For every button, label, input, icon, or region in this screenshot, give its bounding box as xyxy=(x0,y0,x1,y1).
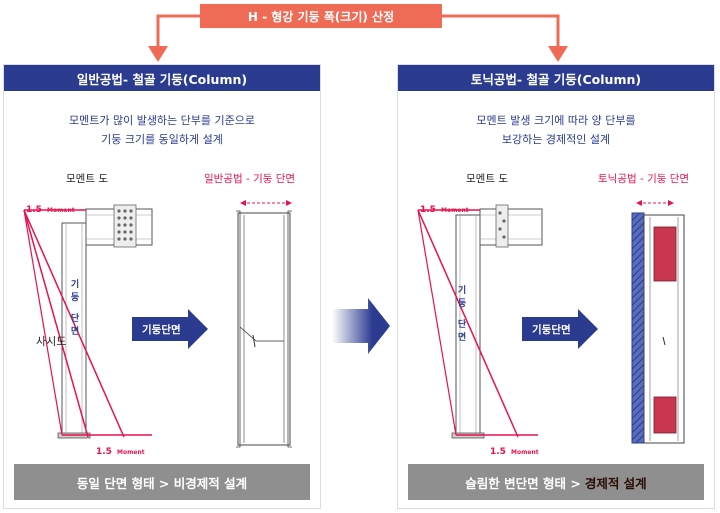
left-moment-bottom-unit: Moment xyxy=(117,449,145,456)
right-moment-top-value: 1.5 xyxy=(420,205,436,215)
right-panel-header: 토닉공법- 철골 기둥(Column) xyxy=(398,65,714,91)
right-panel: 토닉공법- 철골 기둥(Column) 모멘트 발생 크기에 따라 양 단부를 … xyxy=(397,64,715,509)
left-moment-top-unit: Moment xyxy=(47,207,75,214)
top-banner: H - 형강 기둥 폭(크기) 산정 xyxy=(200,4,442,28)
right-column-section xyxy=(631,200,685,444)
right-moment-bottom-unit: Moment xyxy=(511,449,539,456)
left-section-label: 일반공법 - 기둥 단면 xyxy=(204,173,296,185)
left-col-char-1: 기 xyxy=(70,280,80,290)
left-section-arrow xyxy=(132,309,208,349)
left-panel: 일반공법- 철골 기둥(Column) 모멘트가 많이 발생하는 단부를 기준으… xyxy=(3,64,321,509)
left-panel-description: 모멘트가 많이 발생하는 단부를 기준으로 기둥 크기를 동일하게 설계 xyxy=(4,111,320,149)
right-moment-bottom: 1.5 Moment xyxy=(490,439,539,458)
right-section-label: 토닉공법 - 기둥 단면 xyxy=(598,173,690,185)
right-moment-top-unit: Moment xyxy=(441,207,469,214)
left-desc-line-1: 모멘트가 많이 발생하는 단부를 기준으로 xyxy=(68,114,256,127)
left-col-char-2: 둥 xyxy=(70,293,80,303)
left-col-char-3: 단 xyxy=(70,314,80,324)
right-section-arrow xyxy=(522,309,598,349)
left-desc-line-2: 기둥 크기를 동일하게 설계 xyxy=(101,133,223,146)
right-moment-bottom-value: 1.5 xyxy=(490,447,506,457)
right-column-elevation xyxy=(417,204,543,439)
left-column-text: 기 둥 단 면 xyxy=(68,279,82,339)
right-col-char-3: 단 xyxy=(457,320,467,330)
left-panel-footer: 동일 단면 형태 > 비경제적 설계 xyxy=(14,464,310,500)
left-arrow-label: 기둥단면 xyxy=(142,324,181,336)
right-moment-label: 모멘트 도 xyxy=(466,173,508,185)
right-column-text: 기 둥 단 면 xyxy=(455,285,469,345)
left-moment-label: 모멘트 도 xyxy=(66,173,108,185)
right-footer-highlight: 경제적 설계 xyxy=(584,475,647,491)
right-arrow-label: 기둥단면 xyxy=(532,324,571,336)
right-panel-description: 모멘트 발생 크기에 따라 양 단부를 보강하는 경제적인 설계 xyxy=(398,111,714,149)
center-arrow xyxy=(332,298,390,354)
right-desc-line-2: 보강하는 경제적인 설계 xyxy=(501,133,611,146)
banner-connector-arrows xyxy=(148,14,568,62)
left-diagonal-label: 사시도 xyxy=(36,335,67,348)
left-column-section xyxy=(236,200,292,448)
right-desc-line-1: 모멘트 발생 크기에 따라 양 단부를 xyxy=(476,114,636,127)
left-moment-bottom: 1.5 Moment xyxy=(96,439,145,458)
left-panel-header: 일반공법- 철골 기둥(Column) xyxy=(4,65,320,91)
left-column-elevation xyxy=(23,204,153,439)
left-moment-bottom-value: 1.5 xyxy=(96,447,112,457)
left-col-char-4: 면 xyxy=(70,327,80,337)
right-col-char-2: 둥 xyxy=(457,299,467,309)
left-moment-top: 1.5 Moment xyxy=(26,197,75,216)
right-panel-footer: 슬림한 변단면 형태 > 경제적 설계 xyxy=(408,464,704,500)
left-moment-top-value: 1.5 xyxy=(26,205,42,215)
right-col-char-4: 면 xyxy=(457,333,467,343)
right-moment-top: 1.5 Moment xyxy=(420,197,469,216)
right-footer-main: 슬림한 변단면 형태 > xyxy=(465,475,581,491)
right-col-char-1: 기 xyxy=(457,286,467,296)
